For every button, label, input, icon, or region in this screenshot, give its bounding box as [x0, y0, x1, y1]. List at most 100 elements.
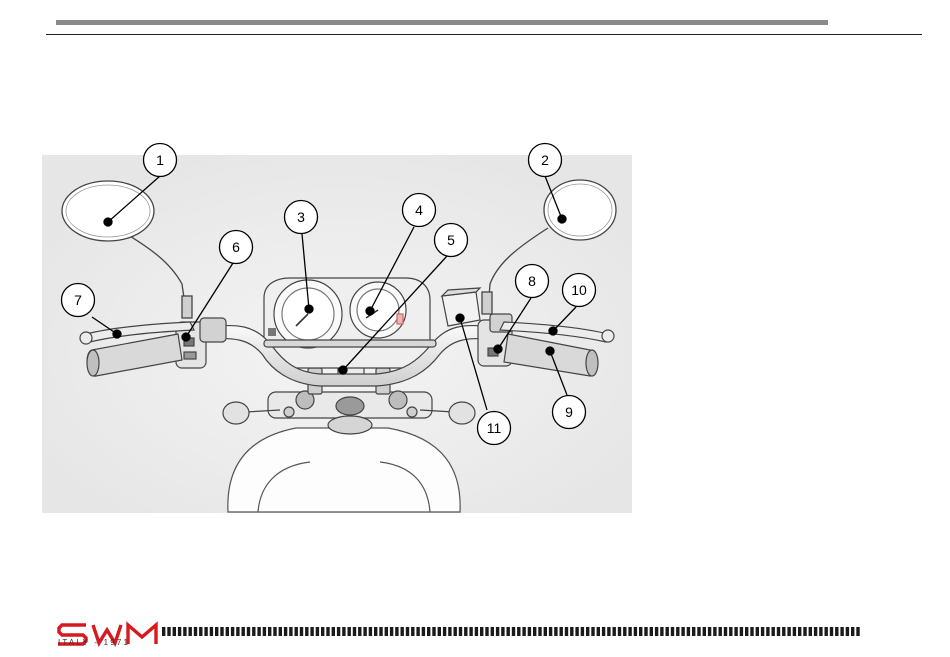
footer-dash [634, 627, 637, 636]
footer-dash [289, 627, 292, 636]
callout-4: 4 [403, 194, 436, 227]
callout-number: 9 [565, 404, 573, 420]
footer-dash [189, 627, 192, 636]
footer-dash [491, 627, 494, 636]
footer-dash [819, 627, 822, 636]
callout-3: 3 [285, 201, 318, 234]
brand-tagline: ITALY - 1971 [58, 638, 130, 647]
footer-dash [851, 627, 854, 636]
footer-dash [644, 627, 647, 636]
footer-dash [623, 627, 626, 636]
footer-dash [846, 627, 849, 636]
footer-dash [348, 627, 351, 636]
footer-dash [279, 627, 282, 636]
footer-dash [247, 627, 250, 636]
footer-dash [750, 627, 753, 636]
footer-dash [830, 627, 833, 636]
footer-dash [602, 627, 605, 636]
footer-dash [528, 627, 531, 636]
footer-dash [226, 627, 229, 636]
footer-dash [517, 627, 520, 636]
footer-dash [167, 627, 170, 636]
footer-dash [448, 627, 451, 636]
footer-dash [316, 627, 319, 636]
header-bar [56, 20, 828, 25]
handlebar-illustration: 1 2 3 4 5 6 7 8 9 10 11 [40, 140, 640, 520]
header-rule [46, 34, 922, 35]
instrument-cluster [264, 278, 430, 368]
footer-dash [639, 627, 642, 636]
footer-dash [369, 627, 372, 636]
footer-dash [464, 627, 467, 636]
footer-dash [401, 627, 404, 636]
footer-dash [183, 627, 186, 636]
footer-dashed-rule [162, 627, 862, 636]
footer-dash [480, 627, 483, 636]
callout-number: 5 [447, 232, 455, 248]
footer-dash [618, 627, 621, 636]
footer-dash [734, 627, 737, 636]
footer-dash [692, 627, 695, 636]
footer-dash [708, 627, 711, 636]
footer-dash [204, 627, 207, 636]
footer-dash [512, 627, 515, 636]
footer-dash [422, 627, 425, 636]
callout-5: 5 [435, 224, 468, 257]
callout-2: 2 [529, 144, 562, 177]
footer-dash [432, 627, 435, 636]
footer-dash [459, 627, 462, 636]
footer-dash [660, 627, 663, 636]
footer-dash [162, 627, 165, 636]
footer-dash [787, 627, 790, 636]
callout-6: 6 [220, 231, 253, 264]
footer-dash [358, 627, 361, 636]
callout-number: 2 [541, 152, 549, 168]
footer-dash [586, 627, 589, 636]
callout-1: 1 [144, 144, 177, 177]
footer-dash [363, 627, 366, 636]
footer-dash [210, 627, 213, 636]
footer-dash [814, 627, 817, 636]
footer-dash [825, 627, 828, 636]
callout-7: 7 [62, 284, 95, 317]
footer-dash [581, 627, 584, 636]
footer-dash [475, 627, 478, 636]
footer-dash [666, 627, 669, 636]
footer-dash [273, 627, 276, 636]
footer-dash [416, 627, 419, 636]
footer-dash [411, 627, 414, 636]
footer-dash [809, 627, 812, 636]
callout-number: 10 [571, 282, 587, 298]
footer-dash [655, 627, 658, 636]
footer-dash [443, 627, 446, 636]
footer-dash [236, 627, 239, 636]
footer-dash [793, 627, 796, 636]
footer-dash [300, 627, 303, 636]
callout-number: 3 [297, 209, 305, 225]
footer-dash [544, 627, 547, 636]
callout-number: 6 [232, 239, 240, 255]
callout-number: 1 [156, 152, 164, 168]
fuel-tank [228, 428, 460, 512]
footer-dash [379, 627, 382, 636]
footer-dash [756, 627, 759, 636]
footer-dash [501, 627, 504, 636]
footer-dash [703, 627, 706, 636]
footer-dash [263, 627, 266, 636]
footer-dash [835, 627, 838, 636]
footer-dash [713, 627, 716, 636]
footer-dash [798, 627, 801, 636]
footer-dash [607, 627, 610, 636]
footer-dash [565, 627, 568, 636]
footer-dash [395, 627, 398, 636]
footer-dash [772, 627, 775, 636]
footer-dash [332, 627, 335, 636]
footer-dash [740, 627, 743, 636]
footer-dash [840, 627, 843, 636]
footer-dash [671, 627, 674, 636]
footer-dash [406, 627, 409, 636]
footer-dash [385, 627, 388, 636]
callout-number: 8 [528, 273, 536, 289]
footer-dash [220, 627, 223, 636]
footer-dash [485, 627, 488, 636]
